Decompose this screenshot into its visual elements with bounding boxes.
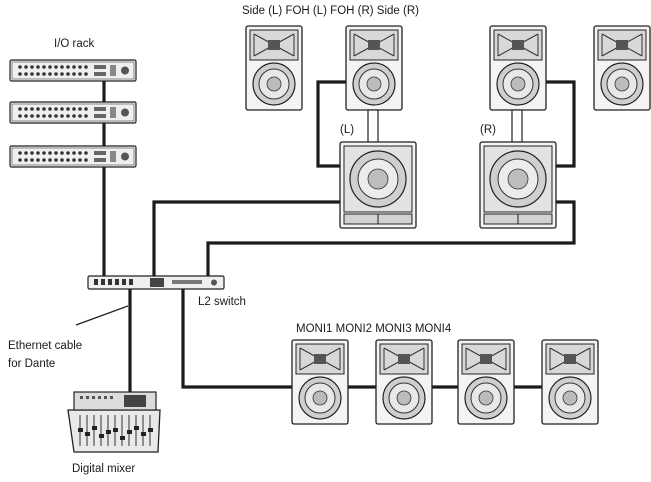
- cable-monitors: [181, 289, 292, 389]
- l2-switch-label: L2 switch: [198, 296, 246, 308]
- digital-mixer: [67, 391, 161, 453]
- speaker-side-right: [593, 25, 651, 111]
- l2-switch: [87, 275, 225, 290]
- rigging-left: [367, 109, 379, 143]
- subwoofer-left: [339, 141, 417, 229]
- ethernet-label-line2: for Dante: [8, 358, 55, 370]
- cable-left-mains: [316, 80, 346, 168]
- speaker-foh-right: [489, 25, 547, 111]
- monitor-2: [375, 339, 433, 425]
- digital-mixer-label: Digital mixer: [72, 463, 135, 475]
- io-rack-label: I/O rack: [54, 38, 95, 50]
- sub-right-label: (R): [480, 124, 496, 136]
- mains-header-label: Side (L) FOH (L) FOH (R) Side (R): [242, 5, 419, 17]
- rigging-right: [511, 109, 523, 143]
- io-rack-unit-1: [9, 59, 137, 82]
- ethernet-pointer-line: [75, 305, 129, 326]
- sub-left-label: (L): [340, 124, 354, 136]
- subwoofer-right: [479, 141, 557, 229]
- monitor-4: [541, 339, 599, 425]
- cable-left-sub: [152, 200, 340, 276]
- monitor-1: [291, 339, 349, 425]
- cable-right-mains: [546, 80, 576, 168]
- speaker-side-left: [245, 25, 303, 111]
- speaker-foh-left: [345, 25, 403, 111]
- cables: [75, 80, 576, 392]
- io-rack: [9, 59, 137, 168]
- monitor-3: [457, 339, 515, 425]
- io-rack-unit-3: [9, 145, 137, 168]
- io-rack-unit-2: [9, 101, 137, 124]
- monitors-header-label: MONI1 MONI2 MONI3 MONI4: [296, 323, 452, 335]
- cable-right-sub: [206, 200, 576, 276]
- ethernet-label-line1: Ethernet cable: [8, 340, 82, 352]
